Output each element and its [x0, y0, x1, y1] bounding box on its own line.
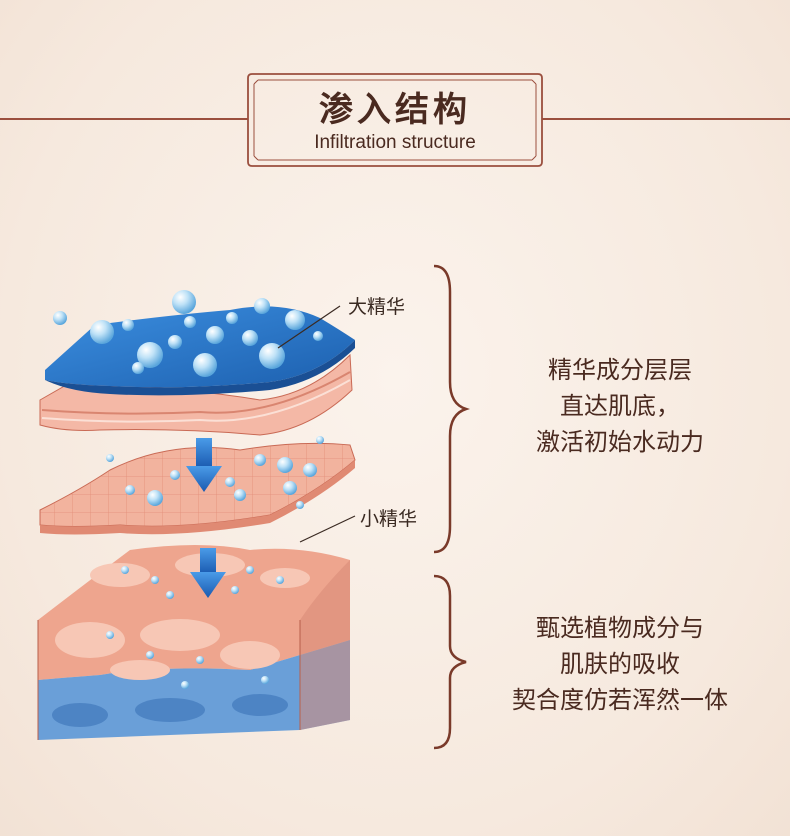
page-title: 渗入结构 [319, 90, 471, 130]
blue-essence-layer [45, 306, 355, 396]
large-essence-leader [277, 305, 341, 349]
down-arrow-icon-2 [190, 548, 226, 598]
top-description-line: 精华成分层层 [548, 356, 692, 384]
title-frame [247, 73, 543, 167]
bottom-description-line: 契合度仿若浑然一体 [512, 686, 728, 714]
page-subtitle: Infiltration structure [314, 132, 476, 153]
bottom-description: 甄选植物成分与 肌肤的吸收 契合度仿若浑然一体 [460, 610, 780, 718]
large-essence-bubbles [53, 290, 323, 377]
brace-top-icon [433, 264, 470, 554]
bottom-description-line: 甄选植物成分与 [536, 614, 704, 642]
middle-skin-layer [39, 442, 356, 535]
small-essence-leader [299, 515, 356, 543]
bottom-description-line: 肌肤的吸收 [560, 650, 680, 678]
top-skin-layer [39, 353, 353, 436]
brace-bottom-icon [433, 574, 467, 750]
down-arrow-icon-1 [186, 438, 222, 492]
large-essence-label: 大精华 [348, 296, 406, 318]
title-divider-right [542, 118, 790, 120]
title-divider-left [0, 118, 248, 120]
top-description: 精华成分层层 直达肌底， 激活初始水动力 [470, 352, 770, 460]
small-essence-label: 小精华 [360, 508, 418, 530]
skin-layers-illustration [37, 290, 356, 740]
small-essence-bubbles [106, 436, 324, 689]
top-description-line: 直达肌底， [560, 392, 680, 420]
bottom-skin-block [37, 545, 350, 740]
top-description-line: 激活初始水动力 [536, 428, 704, 456]
